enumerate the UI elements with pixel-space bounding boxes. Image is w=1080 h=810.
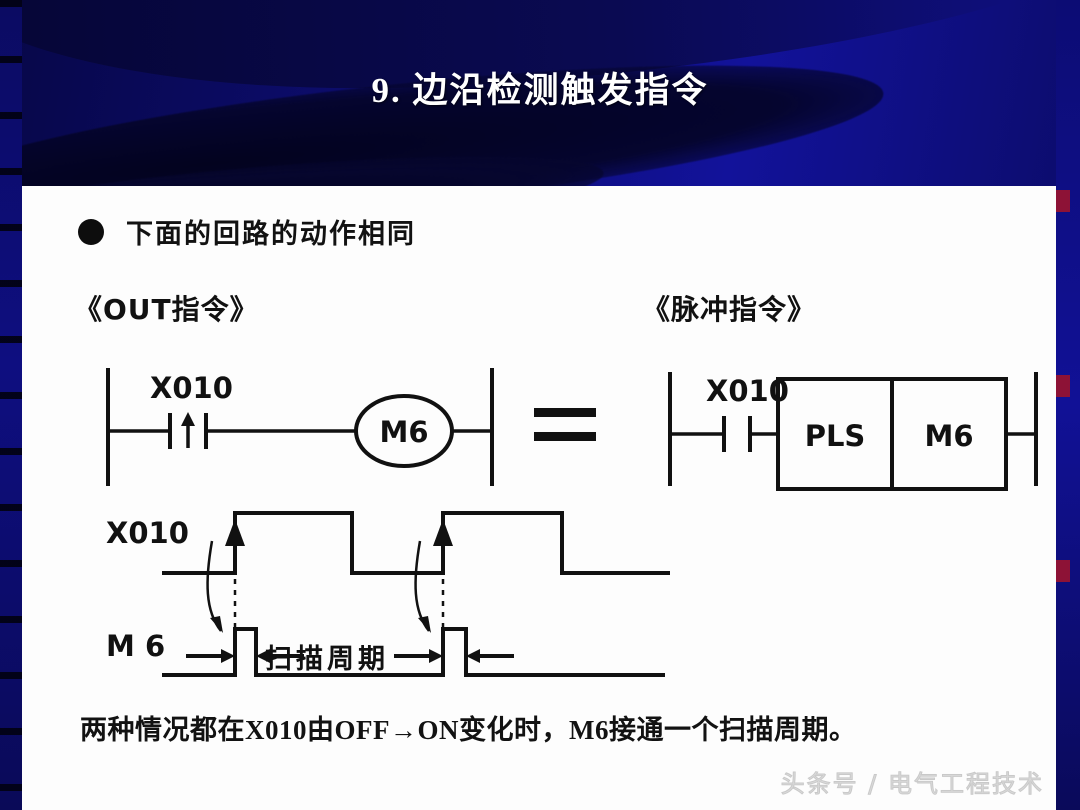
timing-label-m6: M 6 xyxy=(106,629,165,663)
trigger-arrowhead-2 xyxy=(418,616,431,633)
right-accent-mark-1 xyxy=(1056,190,1070,212)
ladder-pulse-contact-label: X010 xyxy=(706,374,789,408)
rising-edge-arrow-2 xyxy=(433,519,453,546)
scan-cycle-label: 扫描周期 xyxy=(265,644,389,675)
content-panel: 下面的回路的动作相同 《OUT指令》 《脉冲指令》 xyxy=(22,186,1056,810)
caption-text: 两种情况都在X010由OFF→ON变化时，M6接通一个扫描周期。 xyxy=(80,715,857,745)
section-heading-pulse: 《脉冲指令》 xyxy=(642,293,817,326)
watermark: 头条号 / 电气工程技术 xyxy=(780,770,1044,799)
equals-sign xyxy=(534,408,596,441)
ladder-pulse-instruction-label: PLS xyxy=(805,419,866,453)
right-accent-mark-2 xyxy=(1056,375,1070,397)
waveform-m6 xyxy=(162,627,665,677)
right-accent-mark-3 xyxy=(1056,560,1070,582)
bullet-label: 下面的回路的动作相同 xyxy=(126,219,416,250)
section-heading-out: 《OUT指令》 xyxy=(74,293,259,326)
rising-edge-arrow-1 xyxy=(225,519,245,546)
diagram-area: X010 M6 xyxy=(106,368,1038,677)
ladder-out-contact-label: X010 xyxy=(150,371,233,405)
timing-label-x010: X010 xyxy=(106,516,189,550)
pulse-width-arrows xyxy=(186,649,514,663)
right-blue-edge xyxy=(1056,0,1080,810)
ladder-out-coil-label: M6 xyxy=(379,415,428,449)
bullet-line: 下面的回路的动作相同 xyxy=(78,212,416,251)
ladder-pulse-diagram xyxy=(668,372,1038,491)
page-title: 9. 边沿检测触发指令 xyxy=(371,71,709,110)
filled-circle-icon xyxy=(78,218,104,245)
left-stripe-pattern xyxy=(0,0,22,810)
ladder-out-diagram xyxy=(106,368,494,486)
trigger-arrowhead-1 xyxy=(210,616,223,633)
ladder-pulse-operand-label: M6 xyxy=(924,419,973,453)
